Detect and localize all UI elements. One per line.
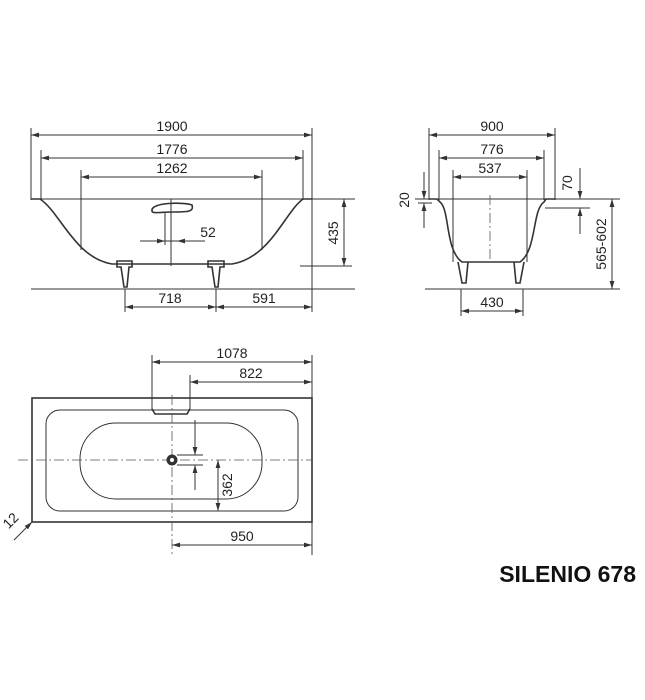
dim-waste-from-side: 362 — [219, 473, 235, 497]
dim-inner-length: 1776 — [156, 141, 187, 157]
dim-foot-spacing-end: 430 — [480, 294, 504, 310]
dim-overflow-from-end: 1078 — [216, 345, 247, 361]
dim-waste-offset: 52 — [200, 224, 216, 240]
dim-foot-to-end: 591 — [252, 290, 276, 306]
dim-bottom-width: 537 — [478, 160, 502, 176]
dim-overall-width: 900 — [480, 118, 504, 134]
dim-foot-spacing: 718 — [158, 290, 182, 306]
product-title: SILENIO 678 — [499, 561, 636, 587]
dim-overflow-inner: 822 — [239, 365, 263, 381]
side-view — [30, 128, 355, 312]
dim-height: 435 — [325, 221, 341, 245]
dim-rim-thickness: 20 — [396, 192, 412, 208]
end-view — [415, 128, 620, 316]
dim-total-height: 565-602 — [593, 218, 609, 270]
dim-overall-length: 1900 — [156, 118, 187, 134]
dim-inner-width: 776 — [480, 141, 504, 157]
dim-corner-radius: 12 — [0, 509, 22, 531]
dim-rim-drop: 70 — [559, 175, 575, 191]
dim-bottom-length: 1262 — [156, 160, 187, 176]
plan-view — [13, 355, 313, 555]
dim-waste-from-end: 950 — [230, 528, 254, 544]
